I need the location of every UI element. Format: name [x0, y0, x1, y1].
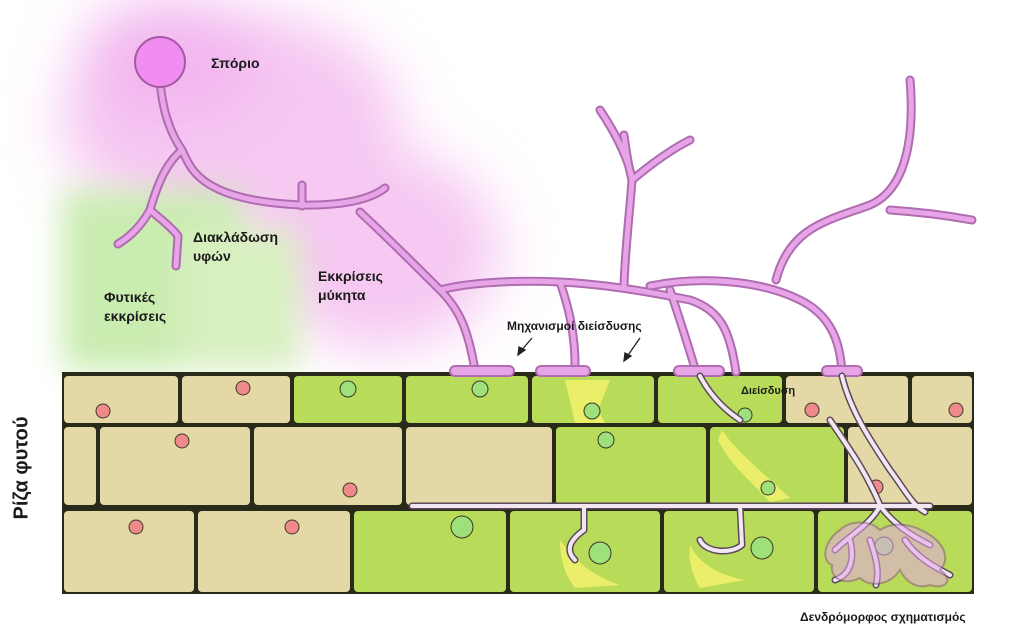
nucleus [948, 402, 964, 418]
nucleus [128, 519, 144, 535]
nucleus [760, 480, 776, 496]
infected-cell [406, 376, 528, 423]
label-spore: Σπόριο [211, 55, 260, 71]
label-plant-exudates: Φυτικές εκκρίσεις [104, 288, 166, 326]
label-arbuscule-formation: Δενδρόμορφος σχηματισμός [800, 610, 966, 624]
infected-cell [354, 511, 506, 592]
plant-cell [64, 376, 178, 423]
nucleus [804, 402, 820, 418]
infected-cell [710, 427, 844, 505]
nucleus [284, 519, 300, 535]
cell-row-2 [64, 427, 972, 505]
infected-cell [510, 511, 660, 592]
nucleus [450, 515, 474, 539]
infected-cell [556, 427, 706, 505]
nucleus [597, 431, 615, 449]
plant-cell [64, 427, 96, 505]
plant-cell [100, 427, 250, 505]
appressoria [449, 365, 863, 377]
infected-cell [294, 376, 402, 423]
cell-row-1 [64, 376, 972, 423]
internal-hyphae [408, 372, 954, 589]
label-plant-root: Ρίζα φυτού [10, 416, 33, 520]
plant-cell [182, 376, 290, 423]
nucleus [342, 482, 358, 498]
spore [134, 36, 186, 88]
nucleus [174, 433, 190, 449]
plant-cell [254, 427, 402, 505]
penetration-arrows [517, 337, 641, 363]
plant-cell [912, 376, 972, 423]
hyphae [113, 75, 977, 377]
label-fungal-exudates-line2: μύκητα [318, 287, 366, 303]
plant-exudate-halo [62, 190, 300, 370]
nuclei [95, 380, 964, 565]
nucleus [750, 536, 774, 560]
label-penetration: Διείσδυση [741, 385, 796, 397]
nucleus [235, 380, 251, 396]
nucleus [583, 402, 601, 420]
plant-cell [406, 427, 552, 505]
label-hyphal-branching-line2: υφών [193, 248, 231, 264]
label-hyphal-branching: Διακλάδωση υφών [193, 228, 278, 266]
label-fungal-exudates: Εκκρίσεις μύκητα [318, 267, 383, 305]
nucleus [339, 380, 357, 398]
label-penetration-mechanisms: Μηχανισμοί διείσδυσης [507, 319, 642, 333]
label-fungal-exudates-line1: Εκκρίσεις [318, 268, 383, 284]
arbuscule [824, 521, 949, 588]
plant-cell [198, 511, 350, 592]
nucleus [588, 541, 612, 565]
nucleus [95, 403, 111, 419]
label-hyphal-branching-line1: Διακλάδωση [193, 229, 279, 245]
plant-cell [64, 511, 194, 592]
label-plant-exudates-line2: εκκρίσεις [104, 308, 167, 324]
nucleus [471, 380, 489, 398]
label-plant-exudates-line1: Φυτικές [104, 289, 156, 305]
